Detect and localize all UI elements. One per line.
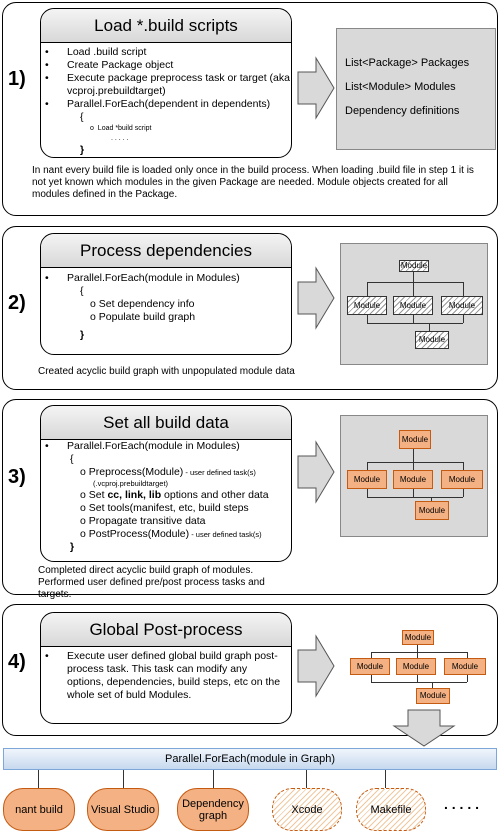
step4-number: 4) [8, 651, 26, 673]
step2-number: 2) [8, 292, 26, 314]
target-visual-studio: Visual Studio [87, 788, 159, 831]
step3-sub-item-3: o Set tools(manifest, etc, build steps [80, 502, 249, 514]
step3-item-1: •Parallel.ForEach(module in Modules) [45, 440, 240, 452]
step3-sub-item-1b: (.vcproj.prebuildtarget) [93, 479, 169, 488]
step2-graph-box: Module Module Module Module Module [340, 243, 488, 365]
step1-note: In nant every build file is loaded only … [32, 165, 474, 200]
step1-item-3: •Execute package preprocess task or targ… [45, 72, 290, 97]
step3-open-brace: { [70, 453, 74, 465]
step3-sub-item-5: o PostProcess(Module) - user defined tas… [80, 528, 262, 540]
bar-connector [38, 770, 39, 790]
step4-arrow-icon [297, 634, 335, 698]
step3-close-brace: } [70, 541, 75, 553]
step2-note: Created acyclic build graph with unpopul… [38, 366, 295, 377]
step1-body: •Load .build script •Create Package obje… [45, 46, 290, 157]
step1-output-1: List<Package> Packages [345, 57, 470, 69]
bar-connector [385, 770, 386, 790]
step2-arrow-icon [297, 266, 335, 330]
step1-open-brace: { [80, 111, 84, 123]
module-node: Module [441, 296, 483, 315]
target-makefile: Makefile [356, 788, 426, 831]
step2-sub-item-2: o Populate build graph [90, 311, 196, 323]
step1-item-4: •Parallel.ForEach(dependent in dependent… [45, 98, 271, 110]
module-node: Module [444, 658, 486, 675]
module-node: Module [416, 688, 450, 704]
step4-graph: Module Module Module Module Module [344, 626, 492, 726]
step1-output-2: List<Module> Modules [345, 81, 456, 93]
bar-connector [123, 770, 124, 790]
module-node: Module [347, 296, 387, 315]
step2-close-brace: } [80, 329, 85, 341]
step1-item-1: •Load .build script [45, 46, 147, 58]
step3-arrow-icon [297, 440, 335, 504]
module-node: Module [347, 470, 387, 489]
module-node: Module [393, 470, 433, 489]
step1-item-2: •Create Package object [45, 59, 174, 71]
step2-card: Process dependencies [40, 233, 292, 355]
step4-item-1: •Execute user defined global build graph… [45, 650, 281, 701]
step3-sub-item-1: o Preprocess(Module) - user defined task… [80, 466, 256, 478]
step4-title: Global Post-process [41, 613, 291, 647]
step1-dots: . . . . . [111, 135, 129, 142]
step3-sub-item-2: o Set cc, link, lib options and other da… [80, 489, 269, 501]
target-xcode: Xcode [272, 788, 342, 831]
step1-number: 1) [8, 68, 26, 90]
step1-output-3: Dependency definitions [345, 105, 460, 117]
target-nant-build: nant build [3, 788, 75, 831]
step3-title: Set all build data [41, 406, 291, 440]
step3-number: 3) [8, 466, 26, 488]
step2-open-brace: { [80, 285, 84, 297]
step3-note: Completed direct acyclic build graph of … [38, 565, 265, 600]
bar-connector [306, 770, 307, 790]
targets-ellipsis: . . . . . [444, 796, 480, 812]
step2-sub-item-1: o Set dependency info [90, 298, 195, 310]
step4-card: Global Post-process [40, 612, 292, 724]
step3-graph-box: Module Module Module Module Module [340, 415, 488, 537]
step3-sub-item-4: o Propagate transitive data [80, 515, 206, 527]
step3-card: Set all build data [40, 405, 292, 562]
step1-output-box: List<Package> Packages List<Module> Modu… [336, 28, 496, 150]
module-node: Module [441, 470, 483, 489]
module-node: Module [415, 331, 449, 349]
step1-arrow-icon [297, 56, 335, 120]
module-node: Module [350, 658, 390, 675]
target-dependency-graph: Dependency graph [177, 788, 249, 831]
step3-body: •Parallel.ForEach(module in Modules) { o… [45, 440, 290, 554]
parallel-foreach-bar: Parallel.ForEach(module in Graph) [3, 748, 497, 770]
module-node: Module [415, 501, 449, 520]
bar-connector [213, 770, 214, 790]
step2-title: Process dependencies [41, 234, 291, 268]
step2-body: •Parallel.ForEach(module in Modules) { o… [45, 272, 290, 342]
step1-title: Load *.build scripts [41, 9, 291, 43]
step2-item-1: •Parallel.ForEach(module in Modules) [45, 272, 240, 284]
step4-body: •Execute user defined global build graph… [45, 650, 285, 702]
step1-card: Load *.build scripts [40, 8, 292, 158]
step1-sub-item: o Load *build script [90, 125, 152, 132]
step1-close-brace: } [80, 144, 85, 156]
module-node: Module [393, 296, 433, 315]
module-node: Module [402, 630, 434, 645]
module-node: Module [399, 260, 429, 272]
down-arrow-icon [392, 709, 456, 747]
module-node: Module [399, 430, 431, 449]
module-node: Module [396, 658, 436, 675]
